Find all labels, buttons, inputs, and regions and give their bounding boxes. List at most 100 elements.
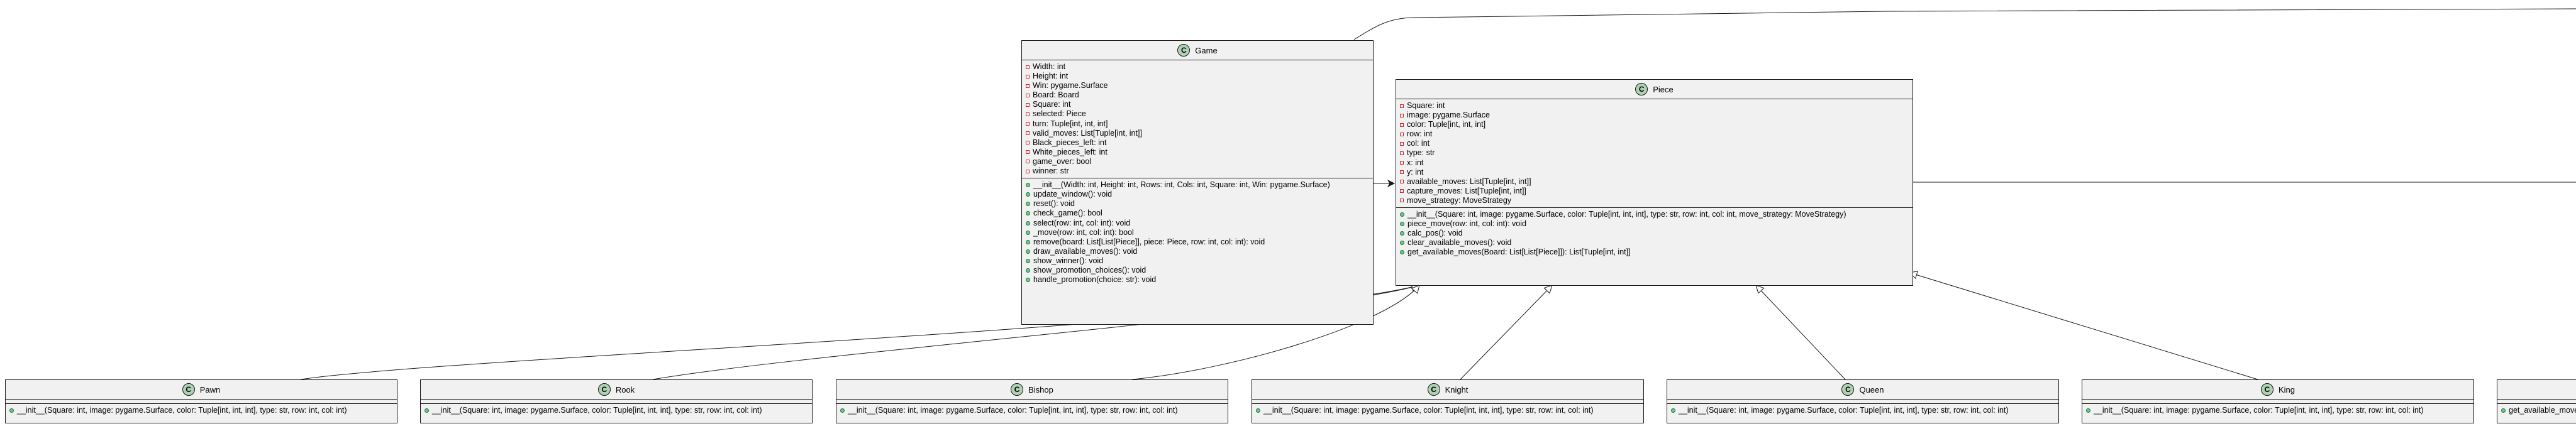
- method-row: handle_promotion(choice: str): void: [1022, 275, 1373, 285]
- methods-section: __init__(Square: int, image: pygame.Surf…: [421, 403, 812, 417]
- private-visibility-icon: [1026, 112, 1030, 117]
- public-visibility-icon: [9, 408, 14, 413]
- field-row: selected: Piece: [1022, 109, 1373, 119]
- field-text: col: int: [1407, 139, 1430, 148]
- class-header: C Game: [1022, 41, 1373, 60]
- method-text: check_game(): bool: [1033, 209, 1102, 218]
- public-visibility-icon: [1400, 231, 1404, 236]
- class-stereotype-icon: C: [1427, 383, 1440, 396]
- field-row: White_pieces_left: int: [1022, 148, 1373, 157]
- private-visibility-icon: [1026, 93, 1030, 97]
- class-stereotype-icon: C: [2260, 383, 2273, 396]
- field-text: image: pygame.Surface: [1407, 111, 1491, 120]
- method-text: __init__(Square: int, image: pygame.Surf…: [1263, 406, 1594, 415]
- method-row: calc_pos(): void: [1396, 229, 1913, 238]
- method-row: _move(row: int, col: int): bool: [1022, 228, 1373, 237]
- class-name: Piece: [1653, 84, 1674, 94]
- class-stereotype-icon: C: [1635, 83, 1648, 95]
- public-visibility-icon: [2501, 408, 2506, 413]
- field-row: turn: Tuple[int, int, int]: [1022, 119, 1373, 129]
- method-row: remove(board: List[List[Piece]], piece: …: [1022, 237, 1373, 247]
- method-text: __init__(Square: int, image: pygame.Surf…: [1679, 406, 2009, 415]
- public-visibility-icon: [1671, 408, 1675, 413]
- field-row: x: int: [1396, 158, 1913, 168]
- field-text: Height: int: [1033, 72, 1069, 81]
- private-visibility-icon: [1026, 74, 1030, 79]
- class-stereotype-icon: C: [1841, 383, 1855, 396]
- class-name: Game: [1195, 45, 1218, 55]
- field-row: y: int: [1396, 168, 1913, 177]
- private-visibility-icon: [1026, 122, 1030, 126]
- field-row: Height: int: [1022, 72, 1373, 81]
- public-visibility-icon: [1400, 250, 1404, 255]
- method-row: __init__(Square: int, image: pygame.Surf…: [421, 406, 812, 415]
- class-header: C Rook: [421, 380, 812, 400]
- private-visibility-icon: [1400, 141, 1404, 146]
- method-row: get_available_moves(Board: List[List[Pie…: [2497, 406, 2576, 415]
- methods-section: __init__(Square: int, image: pygame.Surf…: [1396, 207, 1913, 259]
- public-visibility-icon: [1400, 222, 1404, 227]
- methods-section: __init__(Square: int, image: pygame.Surf…: [6, 403, 397, 417]
- method-text: __init__(Square: int, image: pygame.Surf…: [848, 406, 1178, 415]
- public-visibility-icon: [1026, 278, 1030, 283]
- field-row: image: pygame.Surface: [1396, 111, 1913, 120]
- method-row: __init__(Square: int, image: pygame.Surf…: [1667, 406, 2058, 415]
- private-visibility-icon: [1026, 84, 1030, 88]
- method-row: get_available_moves(Board: List[List[Pie…: [1396, 248, 1913, 257]
- class-rook: C Rook __init__(Square: int, image: pyga…: [420, 379, 813, 423]
- field-text: Board: Board: [1033, 90, 1079, 100]
- method-text: draw_available_moves(): void: [1033, 246, 1138, 256]
- class-header: C Pawn: [6, 380, 397, 400]
- method-row: clear_available_moves(): void: [1396, 238, 1913, 248]
- public-visibility-icon: [1026, 230, 1030, 235]
- field-text: Width: int: [1033, 62, 1066, 71]
- private-visibility-icon: [1026, 102, 1030, 107]
- method-text: __init__(Square: int, image: pygame.Surf…: [432, 406, 762, 415]
- field-row: Black_pieces_left: int: [1022, 138, 1373, 148]
- method-text: __init__(Square: int, image: pygame.Surf…: [17, 406, 347, 415]
- method-text: show_winner(): void: [1033, 256, 1104, 265]
- method-text: _move(row: int, col: int): bool: [1033, 227, 1134, 237]
- field-row: available_moves: List[Tuple[int, int]]: [1396, 177, 1913, 187]
- method-text: update_window(): void: [1033, 190, 1113, 199]
- field-text: x: int: [1407, 158, 1424, 167]
- field-row: col: int: [1396, 139, 1913, 148]
- class-pawn: C Pawn __init__(Square: int, image: pyga…: [5, 379, 397, 423]
- class-bishop: C Bishop __init__(Square: int, image: py…: [836, 379, 1228, 423]
- field-row: winner: str: [1022, 166, 1373, 176]
- private-visibility-icon: [1400, 199, 1404, 203]
- class-name: Knight: [1445, 384, 1468, 395]
- method-text: piece_move(row: int, col: int): void: [1407, 219, 1526, 229]
- field-text: color: Tuple[int, int, int]: [1407, 120, 1486, 129]
- class-name: King: [2278, 384, 2296, 395]
- methods-section: __init__(Square: int, image: pygame.Surf…: [1252, 403, 1643, 417]
- field-text: Square: int: [1033, 100, 1071, 109]
- private-visibility-icon: [1400, 104, 1404, 108]
- field-text: White_pieces_left: int: [1033, 147, 1108, 156]
- method-row: __init__(Square: int, image: pygame.Surf…: [1252, 406, 1643, 415]
- public-visibility-icon: [1256, 408, 1260, 413]
- field-row: Win: pygame.Surface: [1022, 81, 1373, 90]
- public-visibility-icon: [1026, 239, 1030, 244]
- method-text: get_available_moves(Board: List[List[Pie…: [1407, 248, 1631, 257]
- method-text: clear_available_moves(): void: [1407, 238, 1512, 248]
- public-visibility-icon: [1026, 249, 1030, 254]
- method-row: __init__(Square: int, image: pygame.Surf…: [836, 406, 1228, 415]
- class-partial-offscreen: get_available_moves(Board: List[List[Pie…: [2497, 379, 2576, 423]
- method-text: reset(): void: [1033, 199, 1075, 209]
- class-header: C Piece: [1396, 80, 1913, 99]
- method-row: check_game(): bool: [1022, 209, 1373, 218]
- methods-section: get_available_moves(Board: List[List[Pie…: [2497, 403, 2576, 417]
- field-text: Win: pygame.Surface: [1033, 81, 1108, 90]
- field-text: move_strategy: MoveStrategy: [1407, 195, 1512, 205]
- field-text: valid_moves: List[Tuple[int, int]]: [1033, 128, 1142, 138]
- class-name: Pawn: [199, 384, 221, 395]
- method-row: __init__(Width: int, Height: int, Rows: …: [1022, 180, 1373, 190]
- method-text: handle_promotion(choice: str): void: [1033, 275, 1157, 285]
- class-header: C Knight: [1252, 380, 1643, 400]
- public-visibility-icon: [1026, 183, 1030, 188]
- class-stereotype-icon: C: [1011, 383, 1024, 396]
- public-visibility-icon: [1026, 192, 1030, 197]
